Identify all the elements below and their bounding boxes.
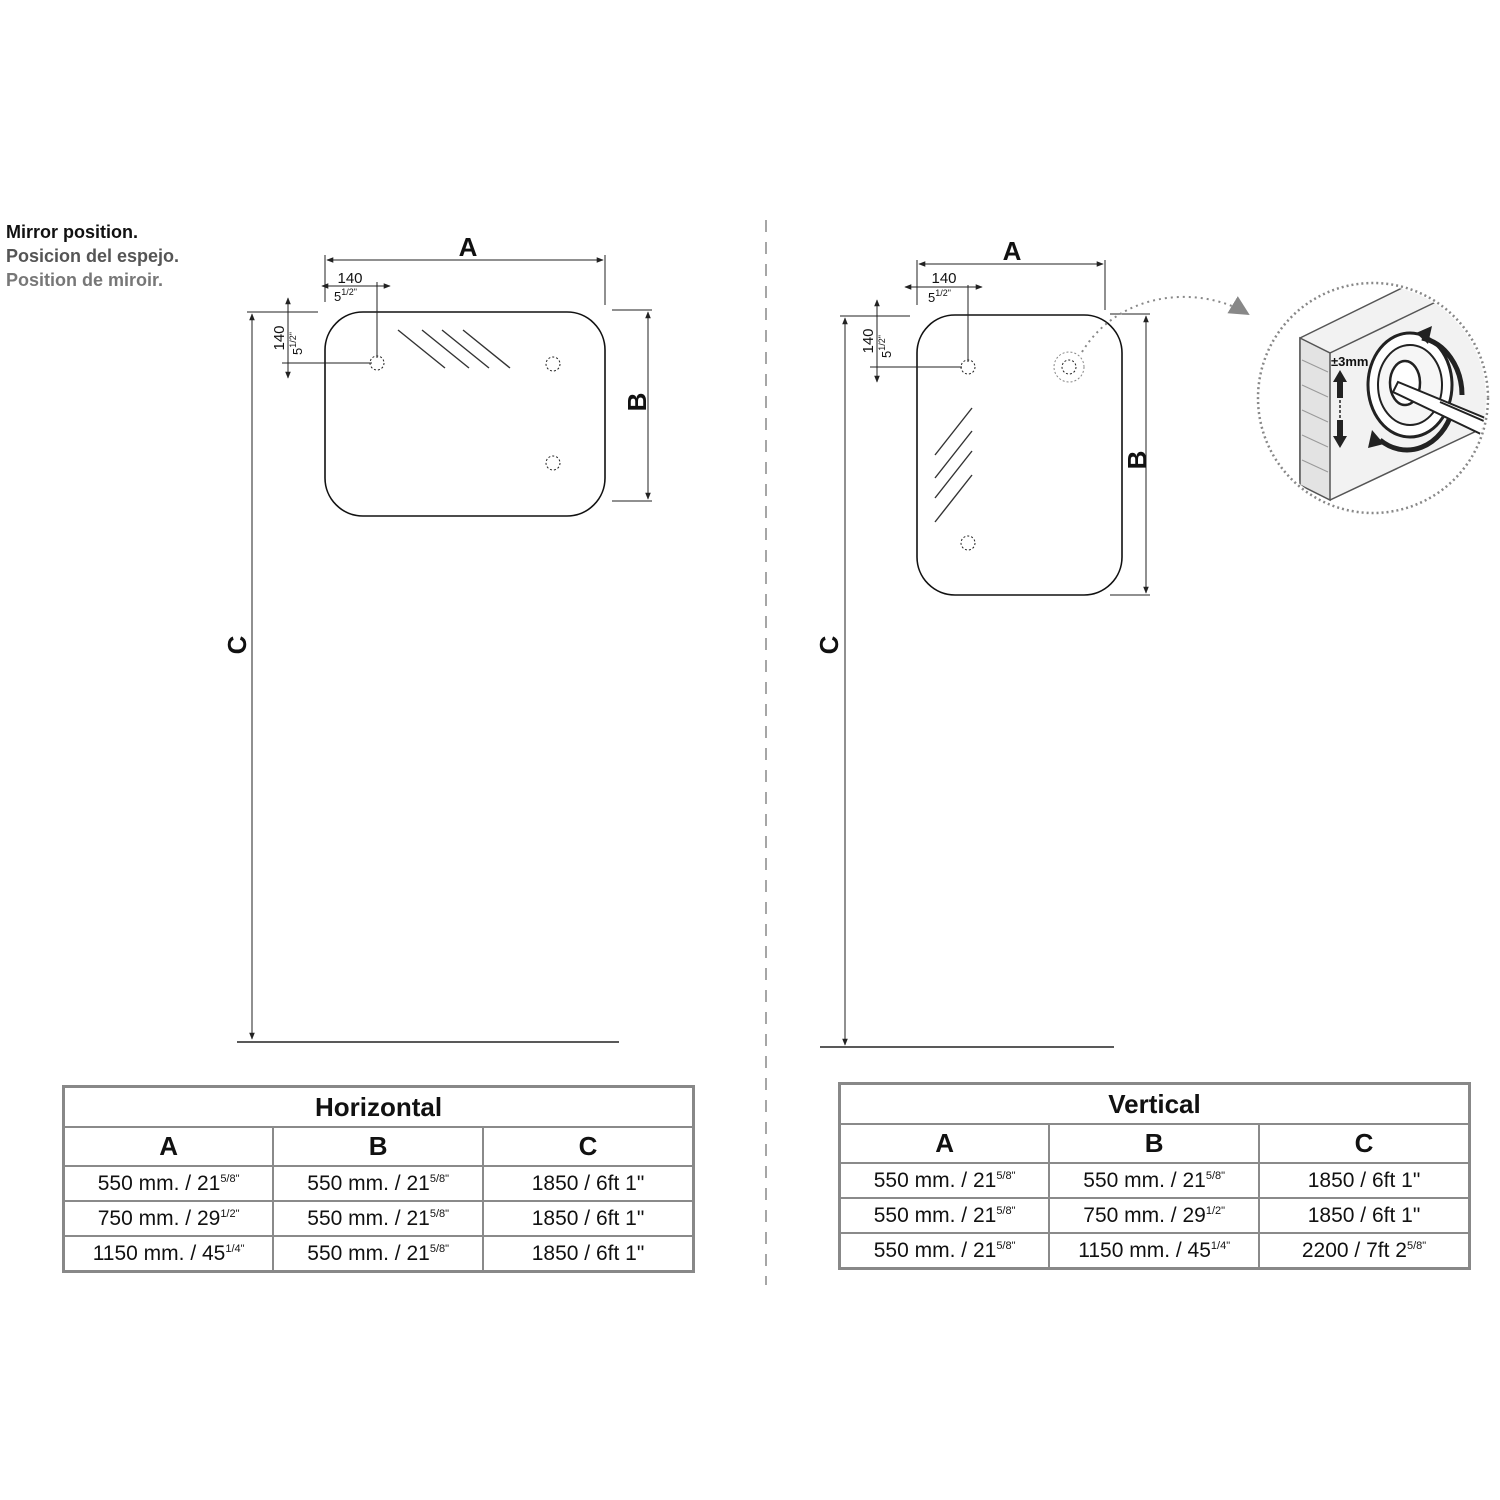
table-cell: 550 mm. / 215/8" — [838, 1162, 1051, 1199]
heading-french: Position de miroir. — [6, 270, 164, 290]
column-header: C — [1258, 1123, 1471, 1164]
table-cell: 550 mm. / 215/8" — [272, 1200, 485, 1237]
horizontal-layout — [237, 255, 652, 1043]
column-header: B — [1048, 1123, 1261, 1164]
horizontal-mirror — [324, 311, 606, 517]
horizontal-fixing-hole — [369, 355, 385, 371]
horizontal-table: Horizontal A B C 550 mm. / 215/8" 550 mm… — [62, 1085, 695, 1273]
vertical-label-b: B — [1122, 451, 1152, 470]
vertical-table: Vertical A B C 550 mm. / 215/8" 550 mm. … — [838, 1082, 1471, 1270]
heading-english: Mirror position. — [6, 222, 138, 242]
heading-block: Mirror position. Posicion del espejo. Po… — [6, 220, 179, 292]
vertical-layout — [820, 260, 1250, 1048]
horizontal-offset-y-mm: 140 — [271, 325, 288, 350]
table-row: 550 mm. / 215/8" 550 mm. / 215/8" 1850 /… — [838, 1162, 1471, 1199]
horizontal-label-c: C — [222, 635, 252, 654]
column-header: B — [272, 1126, 485, 1167]
adjust-label: ±3mm — [1331, 354, 1368, 369]
vertical-offset-x-mm: 140 — [931, 270, 956, 287]
vertical-label-a: A — [1003, 236, 1022, 266]
table-cell: 1850 / 6ft 1" — [482, 1235, 695, 1273]
table-cell: 550 mm. / 215/8" — [1048, 1162, 1261, 1199]
vertical-label-c: C — [814, 635, 844, 654]
table-cell: 550 mm. / 215/8" — [272, 1235, 485, 1273]
vertical-mirror — [916, 314, 1123, 596]
column-header: C — [482, 1126, 695, 1167]
horizontal-reflection — [397, 329, 511, 369]
heading-spanish: Posicion del espejo. — [6, 246, 180, 266]
horizontal-fixing-hole — [545, 455, 561, 471]
vertical-fixing-hole — [1061, 359, 1077, 375]
arrow-up-icon — [1333, 370, 1347, 398]
table-row: 550 mm. / 215/8" 550 mm. / 215/8" 1850 /… — [62, 1165, 695, 1202]
horizontal-fixing-hole — [545, 356, 561, 372]
table-cell: 550 mm. / 215/8" — [838, 1232, 1051, 1270]
horizontal-labels: A 140 51/2" 140 51/2" B C — [222, 232, 652, 654]
horizontal-offset-y-in: 51/2" — [288, 332, 305, 355]
table-cell: 1850 / 6ft 1" — [482, 1165, 695, 1202]
column-header: A — [62, 1126, 275, 1167]
adjustment-detail: ±3mm — [1256, 281, 1490, 515]
vertical-offset-x-in: 51/2" — [928, 288, 951, 305]
table-cell: 2200 / 7ft 25/8" — [1258, 1232, 1471, 1270]
horizontal-label-b: B — [622, 393, 652, 412]
table-cell: 1850 / 6ft 1" — [1258, 1197, 1471, 1234]
vertical-offset-y-mm: 140 — [860, 328, 877, 353]
horizontal-offset-x-mm: 140 — [337, 270, 362, 287]
table-row: 550 mm. / 215/8" 1150 mm. / 451/4" 2200 … — [838, 1232, 1471, 1270]
vertical-labels: A 140 51/2" 140 51/2" B C — [814, 236, 1152, 654]
column-header: A — [838, 1123, 1051, 1164]
table-cell: 1150 mm. / 451/4" — [62, 1235, 275, 1273]
table-title: Horizontal — [62, 1085, 695, 1128]
table-row: 550 mm. / 215/8" 750 mm. / 291/2" 1850 /… — [838, 1197, 1471, 1234]
screwdriver-icon — [1391, 380, 1486, 438]
table-cell: 750 mm. / 291/2" — [62, 1200, 275, 1237]
horizontal-label-a: A — [459, 232, 478, 262]
table-row: 1150 mm. / 451/4" 550 mm. / 215/8" 1850 … — [62, 1235, 695, 1273]
table-cell: 550 mm. / 215/8" — [62, 1165, 275, 1202]
horizontal-offset-x-in: 51/2" — [334, 287, 357, 304]
vertical-fixing-hole-detail — [1053, 351, 1085, 383]
table-title: Vertical — [838, 1082, 1471, 1125]
table-cell: 550 mm. / 215/8" — [838, 1197, 1051, 1234]
arrow-down-icon — [1333, 420, 1347, 448]
vertical-fixing-hole — [960, 535, 976, 551]
table-cell: 1850 / 6ft 1" — [482, 1200, 695, 1237]
table-cell: 1850 / 6ft 1" — [1258, 1162, 1471, 1199]
table-row: 750 mm. / 291/2" 550 mm. / 215/8" 1850 /… — [62, 1200, 695, 1237]
table-cell: 1150 mm. / 451/4" — [1048, 1232, 1261, 1270]
vertical-reflection — [934, 407, 973, 523]
vertical-fixing-hole — [960, 359, 976, 375]
table-cell: 750 mm. / 291/2" — [1048, 1197, 1261, 1234]
table-cell: 550 mm. / 215/8" — [272, 1165, 485, 1202]
detail-leader — [1081, 295, 1250, 353]
vertical-offset-y-in: 51/2" — [877, 335, 894, 358]
